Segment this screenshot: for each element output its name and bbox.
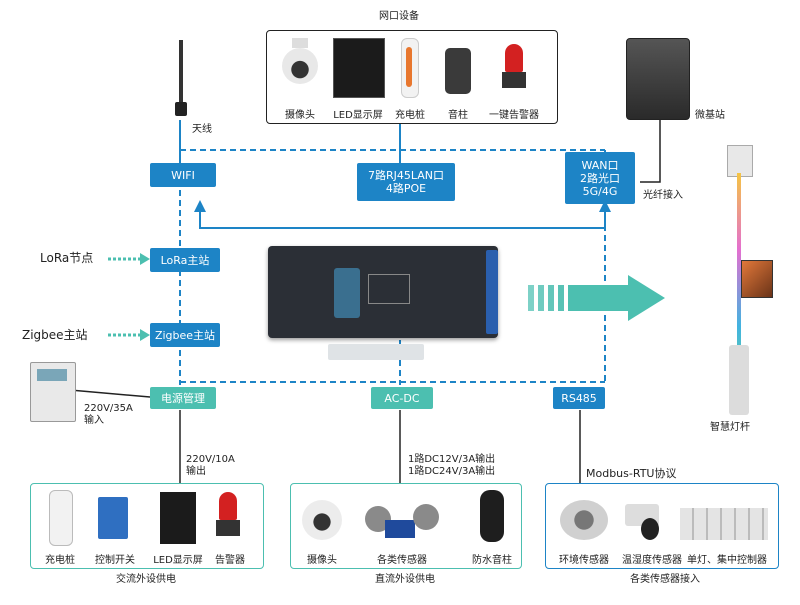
- label-temp-humidity-sensor: 温湿度传感器: [622, 555, 682, 566]
- label-dc-camera: 摄像头: [307, 555, 337, 566]
- micro-station-label: 微基站: [695, 110, 725, 121]
- label-speaker: 音柱: [448, 110, 468, 121]
- antenna-label: 天线: [192, 124, 212, 135]
- label-led-display: LED显示屏: [333, 110, 383, 121]
- acdc-box: AC-DC: [371, 387, 433, 409]
- smart-pole-icon: [715, 145, 775, 417]
- label-ac-alarm: 告警器: [215, 555, 245, 566]
- sensor-module-icon: [365, 500, 445, 540]
- camera-icon: [278, 38, 322, 98]
- zigbee-master-box: Zigbee主站: [150, 323, 220, 347]
- din-rail-mount-icon: [328, 344, 424, 360]
- fiber-access-label: 光纤接入: [643, 190, 683, 201]
- micro-base-station-icon: [626, 38, 690, 120]
- environment-sensor-icon: [560, 500, 608, 540]
- label-lamp-controller: 单灯、集中控制器: [687, 555, 767, 566]
- rs485-box: RS485: [553, 387, 605, 409]
- gateway-device-icon: [268, 246, 498, 338]
- wifi-box: WIFI: [150, 163, 216, 187]
- wan-box: WAN口 2路光口 5G/4G: [565, 152, 635, 204]
- ac-output-label: 220V/10A 输出: [186, 454, 235, 477]
- waterproof-speaker-icon: [480, 490, 504, 542]
- label-alarm: 一键告警器: [489, 110, 539, 121]
- label-camera: 摄像头: [285, 110, 315, 121]
- ac-group-title: 交流外设供电: [116, 574, 176, 585]
- sensor-group-title: 各类传感器接入: [630, 574, 700, 585]
- lamp-controller-icon: [680, 508, 768, 540]
- lora-master-box: LoRa主站: [150, 248, 220, 272]
- dc-output-label: 1路DC12V/3A输出 1路DC24V/3A输出: [408, 454, 496, 477]
- label-ac-charging-pile: 充电桩: [45, 555, 75, 566]
- power-management-box: 电源管理: [150, 387, 216, 409]
- smart-pole-label: 智慧灯杆: [710, 422, 750, 433]
- camera-icon-2: [302, 500, 342, 540]
- label-environment-sensor: 环境传感器: [559, 555, 609, 566]
- electric-meter-icon: [30, 362, 76, 422]
- charging-pile-icon: [401, 38, 419, 98]
- lora-node-label: LoRa节点: [40, 251, 94, 265]
- dc-group-title: 直流外设供电: [375, 574, 435, 585]
- speaker-column-icon: [445, 48, 471, 94]
- antenna-icon: [175, 40, 187, 118]
- label-ac-led-display: LED显示屏: [153, 555, 203, 566]
- charging-pile-icon-2: [49, 490, 73, 546]
- temperature-humidity-sensor-icon: [625, 494, 665, 542]
- lan-box: 7路RJ45LAN口 4路POE: [357, 163, 455, 201]
- network-device-title: 网口设备: [379, 11, 419, 22]
- label-ac-control-switch: 控制开关: [95, 555, 135, 566]
- modbus-label: Modbus-RTU协议: [586, 467, 677, 480]
- label-charging-pile: 充电桩: [395, 110, 425, 121]
- led-display-icon: [333, 38, 385, 98]
- zigbee-label: Zigbee主站: [22, 328, 88, 342]
- led-display-icon-2: [160, 492, 196, 544]
- alarm-icon-2: [216, 492, 240, 542]
- label-dc-sensors: 各类传感器: [377, 555, 427, 566]
- control-switch-icon: [98, 497, 128, 539]
- alarm-icon: [502, 44, 526, 94]
- input-label: 220V/35A 输入: [84, 403, 133, 426]
- label-dc-speaker: 防水音柱: [472, 555, 512, 566]
